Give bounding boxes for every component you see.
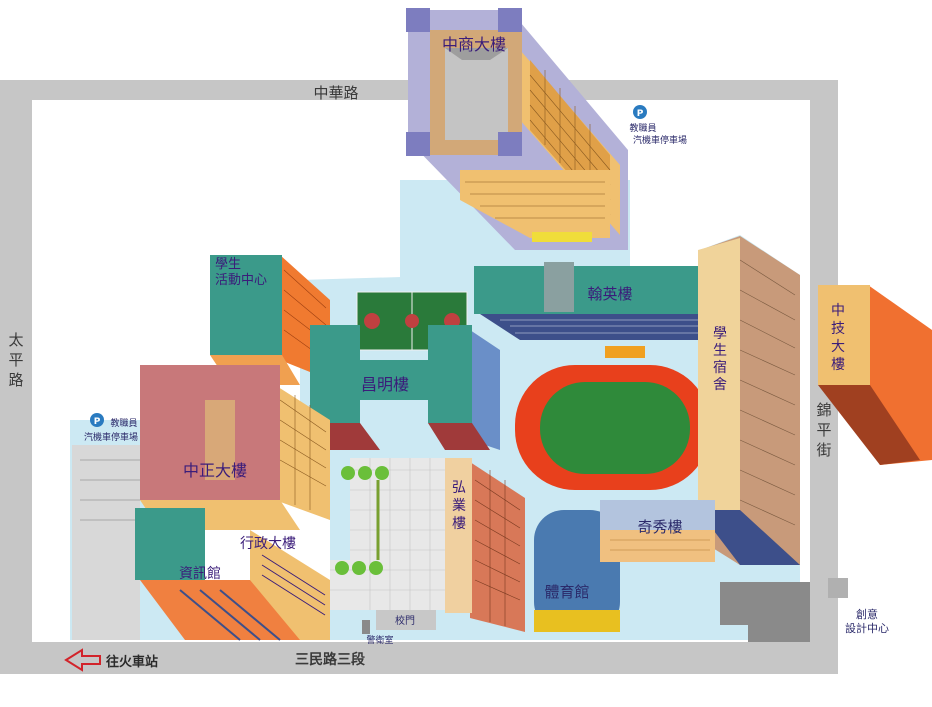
label-administration: 行政大樓 xyxy=(240,536,296,552)
road-label-north: 中華路 xyxy=(313,84,358,102)
label-train-station: 往火車站 xyxy=(106,654,158,670)
parking-icon xyxy=(90,413,104,427)
left-arrow-icon xyxy=(64,648,101,672)
label-student-activity: 學生活動中心 xyxy=(215,257,267,288)
building-creative-center[interactable]: 創意設計中心 xyxy=(720,578,889,642)
building-hongye[interactable]: 弘業樓 xyxy=(445,458,525,632)
label-zhongshang: 中商大樓 xyxy=(442,35,506,54)
label-guard-room: 警衛室 xyxy=(366,634,393,646)
building-dormitory[interactable]: 學生宿舍 xyxy=(698,236,800,565)
road-label-east: 錦平街 xyxy=(816,401,831,459)
building-zhongshang[interactable]: 中商大樓 xyxy=(406,8,628,250)
building-zhongzheng[interactable]: 中正大樓 xyxy=(140,365,330,530)
parking-structure-west xyxy=(72,445,140,640)
label-dormitory: 學生宿舍 xyxy=(713,326,727,393)
svg-text:P: P xyxy=(637,109,644,119)
building-changming[interactable]: 昌明樓 xyxy=(310,325,500,450)
road-label-south: 三民路三段 xyxy=(295,651,365,668)
label-zhongji: 中技大樓 xyxy=(831,303,845,373)
label-hanying: 翰英樓 xyxy=(587,285,632,303)
building-qixiu[interactable]: 奇秀樓 xyxy=(600,500,715,562)
label-information: 資訊館 xyxy=(179,565,221,582)
school-gate[interactable]: 校門 警衛室 xyxy=(362,610,436,646)
parking-label-bottom: 汽機車停車場 xyxy=(84,431,138,443)
label-zhongzheng: 中正大樓 xyxy=(183,461,247,480)
svg-text:P: P xyxy=(94,417,101,427)
parking-label-top: 教職員 xyxy=(110,417,137,429)
road-label-west: 太平路 xyxy=(8,331,23,389)
parking-label-top: 教職員 xyxy=(629,122,656,134)
building-zhongji[interactable]: 中技大樓 xyxy=(818,285,932,465)
label-creative-center: 創意設計中心 xyxy=(845,607,889,635)
label-gymnasium: 體育館 xyxy=(544,583,589,601)
building-information[interactable]: 資訊館 xyxy=(135,508,300,641)
plaza xyxy=(330,458,445,610)
track-field xyxy=(515,365,710,490)
label-hongye: 弘業樓 xyxy=(452,480,466,532)
road-south xyxy=(0,642,838,674)
parking-north[interactable]: P 教職員 汽機車停車場 xyxy=(629,105,687,146)
label-school-gate: 校門 xyxy=(395,614,415,627)
parking-icon xyxy=(633,105,647,119)
road-west xyxy=(0,80,32,674)
building-hanying[interactable]: 翰英樓 xyxy=(474,262,698,358)
parking-west[interactable]: P 教職員 汽機車停車場 xyxy=(84,413,138,443)
train-station-direction[interactable]: 往火車站 xyxy=(64,648,158,672)
parking-label-bottom: 汽機車停車場 xyxy=(633,134,687,146)
basketball-court xyxy=(356,291,468,351)
label-changming: 昌明樓 xyxy=(361,375,409,394)
label-qixiu: 奇秀樓 xyxy=(637,518,682,536)
building-gymnasium[interactable]: 體育館 xyxy=(534,510,620,632)
